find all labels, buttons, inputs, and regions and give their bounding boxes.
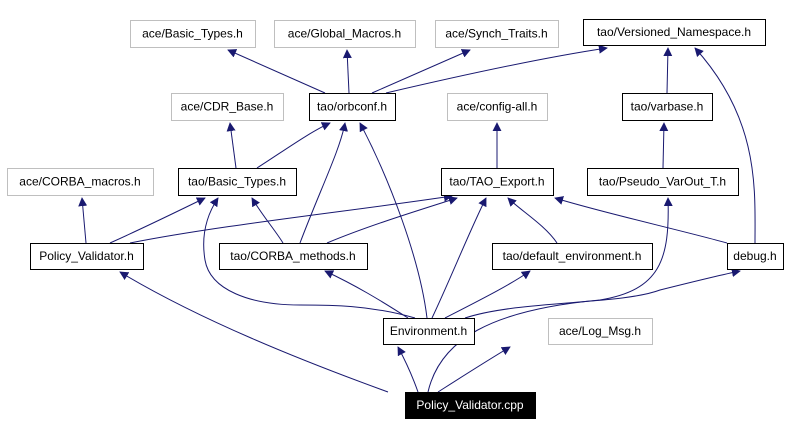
- node-box: [405, 392, 536, 419]
- edge-policy-validator-cpp-to-tao-pseudo-varout-t: [427, 197, 673, 393]
- node-tao-default-environment[interactable]: tao/default_environment.h: [492, 243, 653, 270]
- edges-layer: [78, 44, 756, 393]
- node-box: [7, 168, 154, 196]
- node-box: [130, 20, 256, 48]
- edge-debug-h-to-tao-versioned-namespace: [694, 47, 756, 244]
- node-ace-log-msg: ace/Log_Msg.h: [548, 318, 653, 345]
- nodes-layer: ace/Basic_Types.h ace/Global_Macros.h ace/…: [7, 19, 784, 419]
- node-box: [383, 318, 475, 345]
- node-label: ace/Global_Macros.h: [288, 27, 401, 41]
- node-label: ace/CORBA_macros.h: [19, 175, 140, 189]
- edge-debug-h-to-tao-tao-export: [554, 196, 728, 244]
- node-label: ace/Basic_Types.h: [142, 27, 243, 41]
- node-label: ace/CDR_Base.h: [181, 100, 274, 114]
- node-tao-pseudo-varout-t[interactable]: tao/Pseudo_VarOut_T.h: [587, 168, 739, 196]
- node-tao-tao-export[interactable]: tao/TAO_Export.h: [441, 168, 554, 196]
- node-label: Policy_Validator.h: [39, 249, 134, 263]
- edge-policy-validator-cpp-to-environment-h: [397, 346, 419, 393]
- node-label: tao/Versioned_Namespace.h: [597, 25, 751, 39]
- node-box: [219, 243, 368, 270]
- edge-environment-h-to-tao-orbconf: [359, 122, 428, 319]
- node-ace-config-all: ace/config-all.h: [447, 93, 548, 121]
- edge-policy-validator-h-to-tao-tao-export: [129, 192, 453, 244]
- node-ace-corba-macros: ace/CORBA_macros.h: [7, 168, 154, 196]
- node-tao-versioned-namespace[interactable]: tao/Versioned_Namespace.h: [583, 19, 766, 46]
- node-box: [447, 93, 548, 121]
- edge-tao-orbconf-to-ace-basic-types: [227, 49, 326, 94]
- edge-tao-corba-methods-to-tao-orbconf: [299, 122, 348, 244]
- edge-tao-orbconf-to-ace-global-macros: [342, 49, 352, 94]
- node-box: [727, 243, 784, 270]
- node-tao-basic-types[interactable]: tao/Basic_Types.h: [178, 168, 297, 196]
- edge-tao-basic-types-to-tao-orbconf: [256, 122, 331, 169]
- node-box: [435, 20, 559, 48]
- node-box: [441, 168, 554, 196]
- node-tao-varbase[interactable]: tao/varbase.h: [622, 93, 713, 121]
- node-debug-h[interactable]: debug.h: [727, 243, 784, 270]
- node-box: [548, 318, 653, 345]
- node-label: debug.h: [733, 249, 776, 263]
- node-ace-basic-types: ace/Basic_Types.h: [130, 20, 256, 48]
- node-label: tao/orbconf.h: [317, 100, 387, 114]
- node-label: Policy_Validator.cpp: [416, 398, 524, 412]
- node-policy-validator-cpp[interactable]: Policy_Validator.cpp: [405, 392, 536, 419]
- node-label: Environment.h: [390, 324, 467, 338]
- node-box: [309, 93, 396, 121]
- edge-policy-validator-h-to-tao-basic-types: [109, 197, 206, 244]
- node-box: [171, 93, 284, 121]
- edge-tao-corba-methods-to-tao-basic-types: [251, 197, 284, 244]
- node-label: ace/config-all.h: [457, 100, 538, 114]
- node-box: [583, 19, 766, 46]
- node-label: tao/Pseudo_VarOut_T.h: [599, 175, 726, 189]
- node-label: ace/Synch_Traits.h: [445, 27, 547, 41]
- node-ace-cdr-base: ace/CDR_Base.h: [171, 93, 284, 121]
- edge-environment-h-to-tao-tao-export: [431, 197, 487, 319]
- node-box: [492, 243, 653, 270]
- edge-tao-orbconf-to-ace-synch-traits: [371, 49, 471, 94]
- node-label: tao/CORBA_methods.h: [230, 249, 355, 263]
- edge-tao-pseudo-varout-t-to-tao-varbase: [659, 122, 669, 169]
- node-box: [274, 20, 416, 48]
- node-tao-corba-methods[interactable]: tao/CORBA_methods.h: [219, 243, 368, 270]
- edge-environment-h-to-tao-basic-types: [203, 197, 416, 319]
- edge-tao-default-environment-to-tao-tao-export: [507, 197, 558, 244]
- edge-tao-corba-methods-to-tao-tao-export: [326, 196, 458, 244]
- edge-policy-validator-h-to-ace-corba-macros: [78, 197, 88, 244]
- node-ace-global-macros: ace/Global_Macros.h: [274, 20, 416, 48]
- edge-policy-validator-cpp-to-policy-validator-h: [119, 271, 389, 393]
- node-label: tao/varbase.h: [631, 100, 704, 114]
- edge-policy-validator-cpp-to-ace-log-msg: [437, 346, 511, 393]
- node-box: [30, 243, 144, 270]
- node-box: [587, 168, 739, 196]
- edge-tao-basic-types-to-ace-cdr-base: [226, 122, 237, 169]
- node-policy-validator-h[interactable]: Policy_Validator.h: [30, 243, 144, 270]
- edge-environment-h-to-tao-corba-methods: [324, 270, 409, 319]
- edge-environment-h-to-debug-h: [464, 268, 741, 319]
- node-environment-h[interactable]: Environment.h: [383, 318, 475, 345]
- node-box: [178, 168, 297, 196]
- edge-environment-h-to-tao-default-environment: [444, 270, 531, 319]
- node-tao-orbconf[interactable]: tao/orbconf.h: [309, 93, 396, 121]
- edge-tao-varbase-to-tao-versioned-namespace: [663, 47, 673, 94]
- edge-tao-orbconf-to-tao-versioned-namespace: [385, 44, 608, 94]
- node-label: tao/Basic_Types.h: [188, 175, 286, 189]
- node-label: ace/Log_Msg.h: [559, 324, 641, 338]
- node-box: [622, 93, 713, 121]
- node-ace-synch-traits: ace/Synch_Traits.h: [435, 20, 559, 48]
- node-label: tao/default_environment.h: [503, 249, 642, 263]
- node-label: tao/TAO_Export.h: [449, 175, 544, 189]
